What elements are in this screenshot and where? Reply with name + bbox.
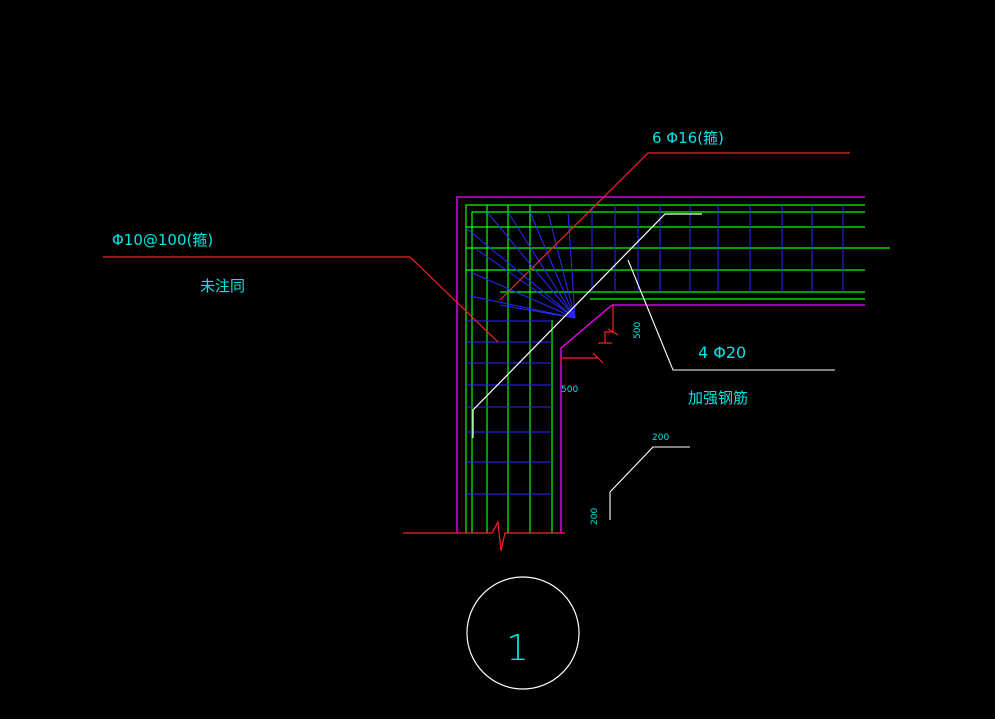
dim-tick-2 — [592, 352, 604, 364]
label-dim-500-vertical: 500 — [633, 322, 643, 339]
label-stirrup-spec: Φ10@100(箍) — [112, 231, 213, 249]
member-outline — [456, 196, 865, 533]
outer-bar-1 — [465, 204, 865, 533]
fan-stirrup-5 — [499, 304, 576, 319]
leader-lines — [103, 152, 850, 552]
outer-bar-2 — [471, 211, 865, 533]
leader-top-bars — [499, 152, 850, 301]
leader-break-line — [403, 520, 565, 552]
detail-bubble — [466, 576, 580, 690]
leader-stirrups — [103, 256, 499, 343]
dim-200-marker — [609, 446, 690, 520]
label-dim-200-vertical: 200 — [590, 508, 600, 525]
fan-stirrup-4 — [469, 295, 576, 319]
fan-stirrup-9 — [547, 211, 576, 319]
inner-outline — [560, 304, 865, 533]
label-haunch-bars: 4 Φ20 — [698, 343, 746, 362]
label-dim-500-horizontal: 500 — [561, 385, 578, 395]
outer-outline — [456, 196, 865, 533]
fan-stirrup-8 — [529, 211, 576, 319]
stirrups — [465, 205, 844, 495]
fan-stirrup-1 — [465, 227, 576, 319]
label-detail-number: 1 — [506, 628, 529, 669]
longitudinal-bars — [465, 204, 890, 533]
haunch-bar-line — [472, 213, 702, 438]
label-top-bars: 6 Φ16(箍) — [652, 129, 724, 147]
fan-stirrup-3 — [469, 271, 576, 319]
dim-500-v-line — [604, 305, 614, 343]
label-dim-200-horizontal: 200 — [652, 433, 669, 443]
fan-stirrup-6 — [486, 211, 576, 319]
fan-stirrup-2 — [475, 248, 576, 319]
label-reinforcing-bars: 加强钢筋 — [688, 389, 748, 407]
fan-stirrup-7 — [507, 211, 576, 319]
label-unless-noted: 未注同 — [200, 277, 245, 295]
dim-tick-1 — [607, 328, 619, 336]
haunch-bar — [472, 213, 702, 438]
fan-stirrup-10 — [567, 211, 576, 319]
leader-haunch-bars — [627, 259, 835, 371]
